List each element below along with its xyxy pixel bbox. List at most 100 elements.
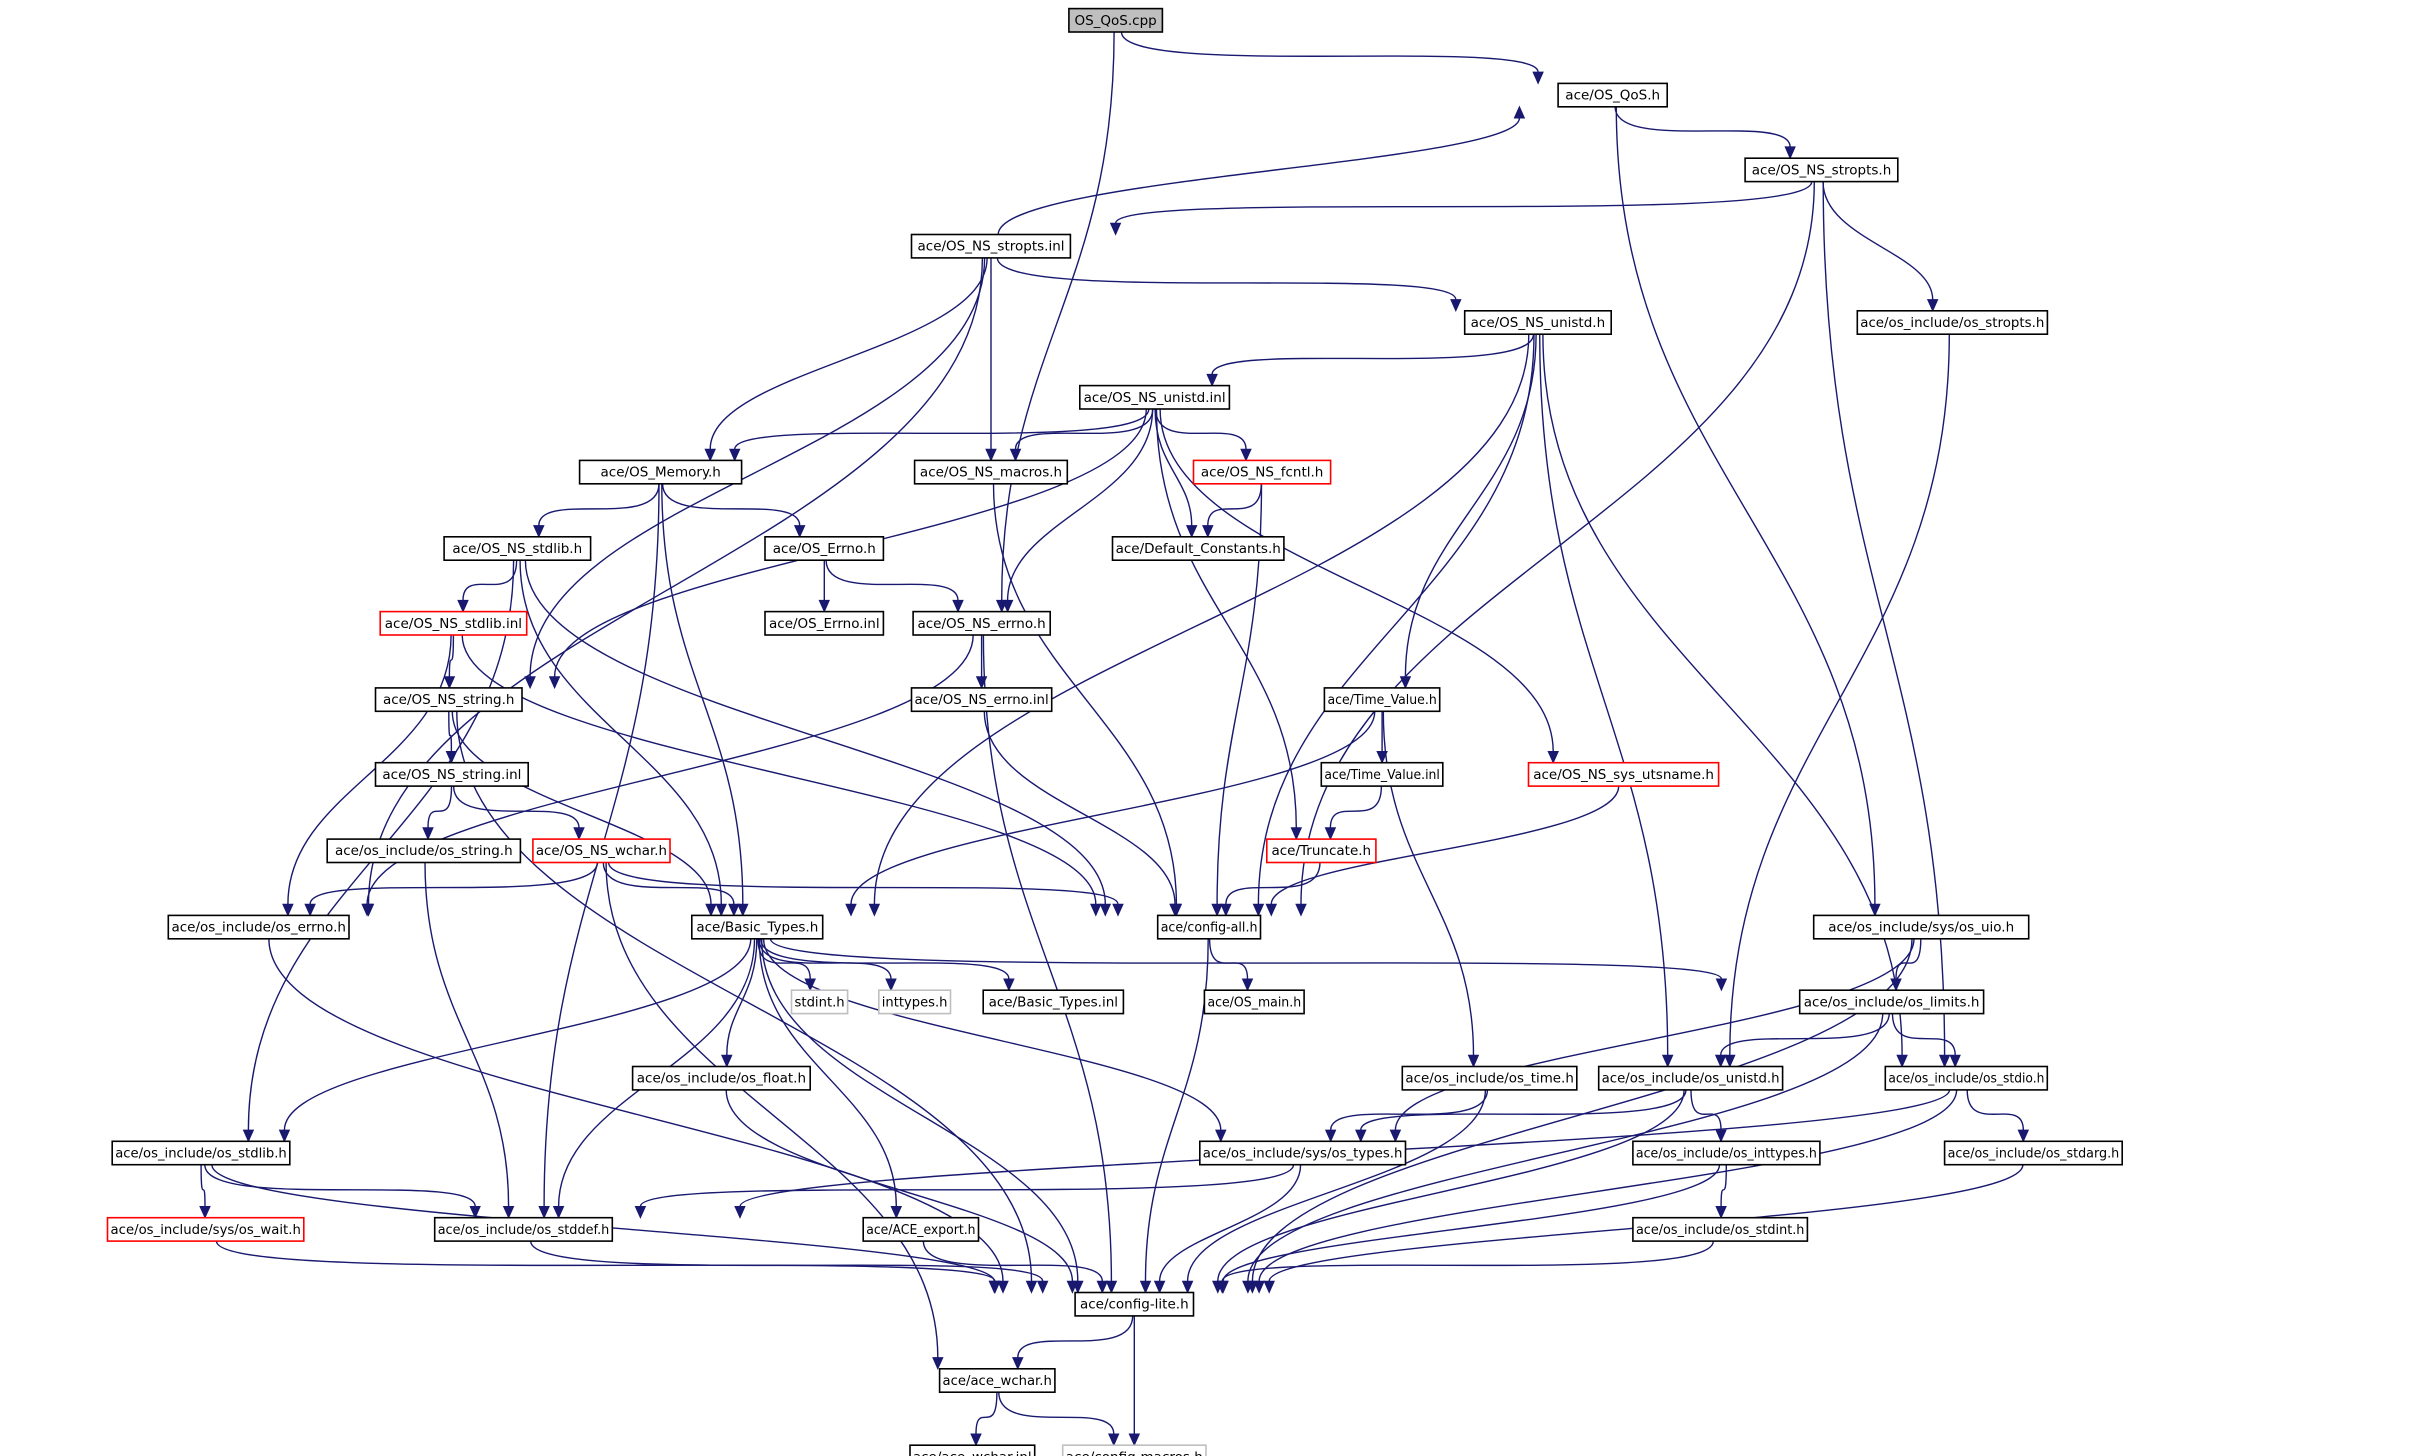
edge-ace_wchar_h-to-ace_wchar_inl [975,1392,998,1435]
node-label: ace/os_include/os_inttypes.h [1636,1146,1817,1162]
arrowhead-os_ns_stdlib_h-to-os_include_os_stdlib_h [242,1129,255,1143]
arrowhead-os_ns_unistd_inl-to-os_ns_fcntl_h [1240,448,1252,462]
edge-os_include_os_stdio_h-to-os_include_os_stdarg_h [1966,1089,2024,1131]
arrowhead-basic_types_h-to-os_include_os_stdlib_h [278,1129,291,1143]
edge-os_qos_cpp-to-os_qos_h [1120,31,1539,73]
arrowhead-config_all_h-to-config_lite_h [1139,1280,1152,1294]
node-os-include-os-time-h[interactable]: ace/os_include/os_time.h [1401,1065,1578,1091]
arrowhead-os_ns_sys_utsname_h-to-config_all_h [1265,903,1278,917]
node-os-ns-stdlib-h[interactable]: ace/OS_NS_stdlib.h [443,535,592,561]
arrowhead-ace_wchar_h-to-ace_wchar_inl [970,1433,982,1447]
arrowhead-os_include_os_stdio_h-to-os_include_os_stdarg_h [2017,1129,2030,1143]
node-config-macros-h[interactable]: ace/config-macros.h [1061,1444,1207,1456]
node-os-errno-inl[interactable]: ace/OS_Errno.inl [764,610,885,636]
node-os-ns-string-h[interactable]: ace/OS_NS_string.h [374,687,523,713]
node-os-include-os-stdarg-h[interactable]: ace/os_include/os_stdarg.h [1943,1140,2123,1166]
node-os-include-os-stdlib-h[interactable]: ace/os_include/os_stdlib.h [111,1140,291,1166]
node-config-all-h[interactable]: ace/config-all.h [1156,914,1262,940]
node-os-ns-unistd-h[interactable]: ace/OS_NS_unistd.h [1463,309,1612,335]
node-truncate-h[interactable]: ace/Truncate.h [1266,838,1377,864]
node-os-include-sys-os-uio-h[interactable]: ace/os_include/sys/os_uio.h [1812,914,2030,940]
node-os-ns-stropts-inl[interactable]: ace/OS_NS_stropts.inl [910,233,1072,259]
node-os-ns-stdlib-inl[interactable]: ace/OS_NS_stdlib.inl [379,610,528,636]
arrowhead-os_ns_stropts_h-to-os_include_os_stropts_h [1926,299,1939,313]
node-box [167,914,350,940]
arrowhead-os_ns_unistd_inl-to-os_ns_errno_h [1001,599,1014,613]
node-os-include-os-inttypes-h[interactable]: ace/os_include/os_inttypes.h [1632,1140,1821,1166]
edge-os_include_sys_os_wait_h-to-config_lite_h [215,1240,996,1282]
node-os-memory-h[interactable]: ace/OS_Memory.h [578,459,743,485]
node-inttypes-h[interactable]: inttypes.h [877,989,952,1015]
node-ace-wchar-inl[interactable]: ace/ace_wchar.inl [909,1444,1036,1456]
arrowhead-os_include_os_limits_h-to-os_include_os_stdio_h [1949,1054,1961,1068]
node-os-include-os-unistd-h[interactable]: ace/os_include/os_unistd.h [1597,1065,1784,1091]
node-ace-wchar-h[interactable]: ace/ace_wchar.h [938,1368,1056,1394]
arrowhead-os_ns_unistd_h-to-os_ns_unistd_inl [1206,373,1218,387]
node-os-ns-sys-utsname-h[interactable]: ace/OS_NS_sys_utsname.h [1527,761,1720,787]
node-label: ace/ace_wchar.h [943,1373,1052,1389]
node-os-include-os-stropts-h[interactable]: ace/os_include/os_stropts.h [1856,309,2049,335]
edge-os_include_os_inttypes_h-to-os_include_os_stdint_h [1720,1164,1727,1207]
edge-basic_types_h-to-os_include_os_limits_h [769,938,1723,980]
arrowhead-os_ns_string_inl-to-os_include_os_string_h [422,827,434,841]
node-os-include-os-limits-h[interactable]: ace/os_include/os_limits.h [1798,989,1985,1015]
node-label: ace/os_include/os_stddef.h [438,1222,610,1238]
node-os-errno-h[interactable]: ace/OS_Errno.h [764,535,885,561]
node-os-main-h[interactable]: ace/OS_main.h [1203,989,1305,1015]
node-label: ace/os_include/os_stdarg.h [1948,1146,2120,1162]
edge-os_ns_wchar_h-to-os_include_os_errno_h [309,862,599,905]
edge-os_qos_h-to-os_ns_stropts_h [1614,106,1791,148]
arrowhead-os_include_os_inttypes_h-to-os_include_os_stdint_h [1715,1206,1727,1219]
node-stdint-h[interactable]: stdint.h [790,989,849,1015]
node-os-ns-stropts-h[interactable]: ace/OS_NS_stropts.h [1744,157,1899,183]
node-label: ace/OS_NS_errno.h [917,616,1045,632]
edge-os_include_sys_os_uio_h-to-os_include_sys_os_types_h [1394,938,1915,1131]
node-basic-types-h[interactable]: ace/Basic_Types.h [690,914,824,940]
node-os-include-os-errno-h[interactable]: ace/os_include/os_errno.h [167,914,350,940]
node-os-include-os-stdint-h[interactable]: ace/os_include/os_stdint.h [1632,1216,1809,1242]
arrowhead-os_ns_unistd_inl-to-os_ns_macros_h [1009,448,1022,462]
edge-os_errno_h-to-os_ns_errno_h [825,560,959,601]
node-box [433,1216,614,1242]
arrowhead-basic_types_h-to-os_include_os_float_h [721,1054,733,1068]
edge-os_include_sys_os_uio_h-to-os_include_os_limits_h [1895,938,1922,980]
node-label: ace/OS_NS_stdlib.h [452,541,582,557]
node-os-ns-errno-h[interactable]: ace/OS_NS_errno.h [912,610,1051,636]
edge-os_ns_stdlib_inl-to-os_ns_string_h [448,634,455,677]
node-ace-export-h[interactable]: ace/ACE_export.h [862,1216,980,1242]
node-basic-types-inl[interactable]: ace/Basic_Types.inl [982,989,1125,1015]
node-label: OS_QoS.cpp [1074,13,1156,29]
node-os-qos-cpp[interactable]: OS_QoS.cpp [1068,7,1164,33]
node-label: ace/OS_QoS.h [1565,88,1660,104]
node-os-include-os-stdio-h[interactable]: ace/os_include/os_stdio.h [1884,1065,2049,1091]
node-os-include-os-float-h[interactable]: ace/os_include/os_float.h [631,1065,811,1091]
node-box [1798,989,1985,1015]
node-time-value-h[interactable]: ace/Time_Value.h [1323,687,1441,713]
node-os-qos-h[interactable]: ace/OS_QoS.h [1557,82,1668,108]
node-time-value-inl[interactable]: ace/Time_Value.inl [1320,761,1444,787]
node-os-include-os-string-h[interactable]: ace/os_include/os_string.h [326,838,522,864]
edge-config_lite_h-to-ace_wchar_h [1017,1315,1134,1358]
node-os-ns-unistd-inl[interactable]: ace/OS_NS_unistd.inl [1079,384,1231,410]
node-config-lite-h[interactable]: ace/config-lite.h [1074,1291,1195,1317]
node-box [982,989,1125,1015]
node-os-ns-wchar-h[interactable]: ace/OS_NS_wchar.h [532,838,671,864]
arrowhead-os_memory_h-to-basic_types_h [737,903,749,917]
node-os-ns-fcntl-h[interactable]: ace/OS_NS_fcntl.h [1192,459,1332,485]
edge-os_ns_stropts_h-to-os_ns_stropts_inl [1114,181,1813,224]
node-os-include-sys-os-wait-h[interactable]: ace/os_include/sys/os_wait.h [106,1216,305,1242]
node-os-include-os-stddef-h[interactable]: ace/os_include/os_stddef.h [433,1216,614,1242]
node-label: ace/os_include/os_stdint.h [1636,1222,1805,1238]
node-os-ns-macros-h[interactable]: ace/OS_NS_macros.h [913,459,1069,485]
node-default-constants-h[interactable]: ace/Default_Constants.h [1111,535,1285,561]
node-os-ns-string-inl[interactable]: ace/OS_NS_string.inl [374,761,529,787]
node-os-ns-errno-inl[interactable]: ace/OS_NS_errno.inl [910,687,1053,713]
arrowhead-os_errno_h-to-os_errno_inl [818,599,830,613]
edge-os_include_os_time_h-to-config_lite_h [1186,1089,1487,1282]
edge-os_include_os_unistd_h-to-config_lite_h [1217,1089,1685,1282]
arrowhead-os_include_os_limits_h-to-os_include_os_unistd_h [1714,1054,1727,1068]
node-box [532,838,671,864]
arrowhead-os_ns_fcntl_h-to-default_constants_h [1202,525,1214,539]
node-os-include-sys-os-types-h[interactable]: ace/os_include/sys/os_types.h [1199,1140,1407,1166]
edge-os_ns_stropts_h-to-config_all_h [1300,181,1815,905]
